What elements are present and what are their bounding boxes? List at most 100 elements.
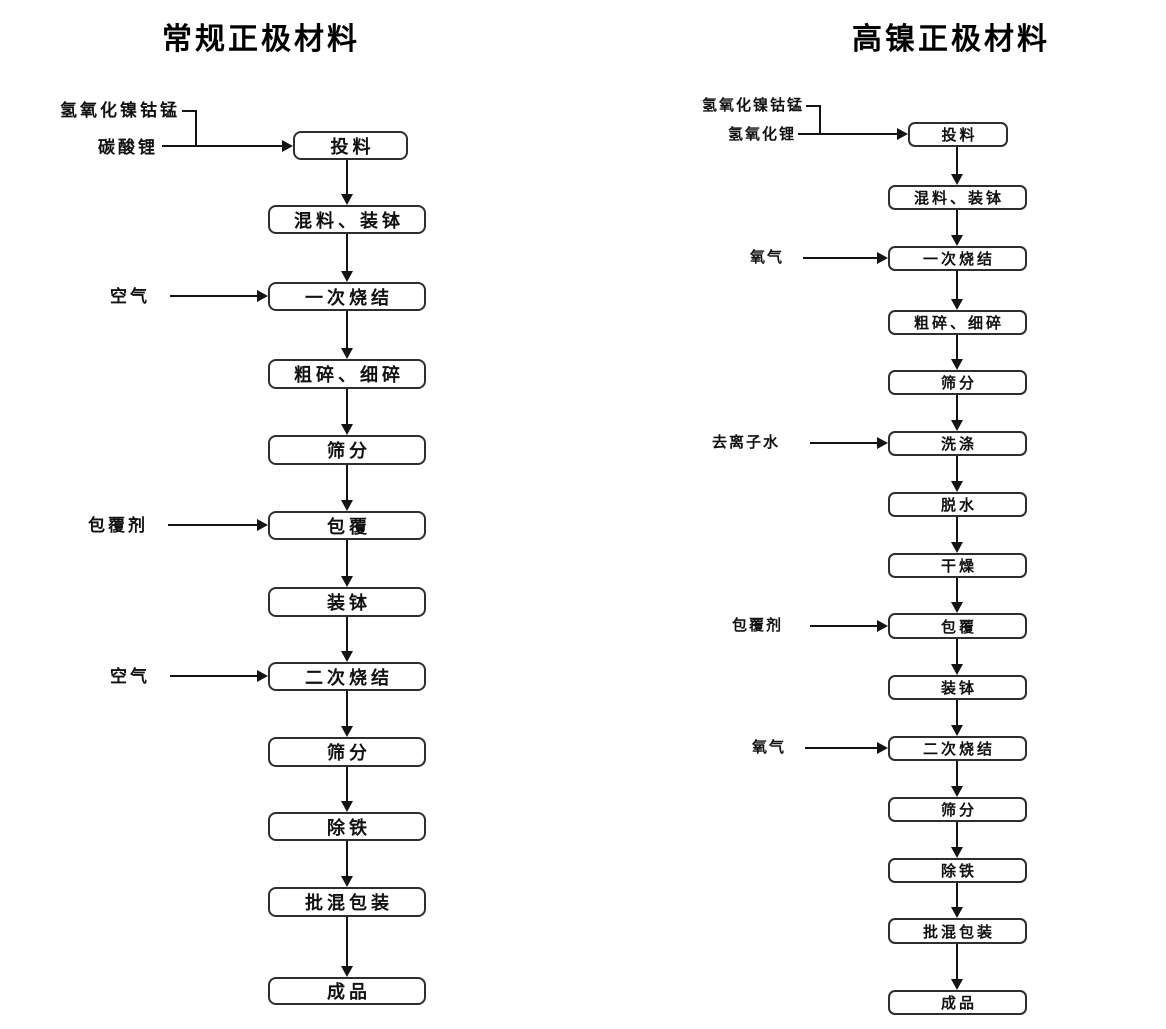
arrow-head-down-icon bbox=[951, 907, 963, 918]
flow-step-sagger-loading: 装钵 bbox=[268, 587, 426, 617]
flow-step-sieving-2: 筛分 bbox=[268, 737, 426, 767]
arrow-head-down-icon bbox=[341, 801, 353, 812]
flow-arrow-line bbox=[956, 456, 958, 481]
flow-arrow-line bbox=[956, 883, 958, 907]
flow-step-feeding: 投料 bbox=[293, 131, 408, 160]
flow-arrow-line bbox=[810, 625, 877, 627]
flow-step-dewatering: 脱水 bbox=[888, 492, 1027, 517]
flow-step-second-sintering: 二次烧结 bbox=[888, 736, 1027, 761]
bracket-line bbox=[806, 105, 821, 107]
arrow-head-down-icon bbox=[341, 651, 353, 662]
flow-arrow-line bbox=[803, 257, 877, 259]
bracket-line bbox=[819, 105, 821, 135]
side-input-oxygen-2: 氧气 bbox=[752, 739, 787, 756]
flow-arrow-line bbox=[805, 747, 877, 749]
flow-step-iron-removal: 除铁 bbox=[268, 812, 426, 841]
input-label-lithium-source: 氢氧化锂 bbox=[727, 126, 796, 143]
flow-step-sagger-loading: 装钵 bbox=[888, 675, 1027, 700]
arrow-head-down-icon bbox=[341, 271, 353, 282]
flow-step-sieving: 筛分 bbox=[268, 435, 426, 465]
flow-arrow-line bbox=[346, 160, 348, 194]
flow-arrow-line bbox=[819, 133, 897, 135]
flow-step-feeding: 投料 bbox=[908, 122, 1008, 147]
flow-arrow-line bbox=[346, 917, 348, 966]
arrow-head-right-icon bbox=[282, 140, 293, 152]
side-input-coating-agent: 包覆剂 bbox=[88, 516, 148, 535]
arrow-head-down-icon bbox=[951, 602, 963, 613]
arrow-head-down-icon bbox=[341, 500, 353, 511]
flow-step-finished-product: 成品 bbox=[888, 990, 1027, 1015]
flow-arrow-line bbox=[956, 700, 958, 725]
flow-arrow-line bbox=[346, 389, 348, 424]
flow-step-second-sintering: 二次烧结 bbox=[268, 662, 426, 691]
flow-step-sieving-2: 筛分 bbox=[888, 797, 1027, 822]
flow-arrow-line bbox=[956, 578, 958, 602]
side-input-air-2: 空气 bbox=[110, 667, 150, 686]
arrow-head-down-icon bbox=[951, 725, 963, 736]
arrow-head-right-icon bbox=[257, 519, 268, 531]
flow-step-first-sintering: 一次烧结 bbox=[888, 246, 1027, 271]
arrow-head-down-icon bbox=[951, 542, 963, 553]
arrow-head-down-icon bbox=[951, 359, 963, 370]
flow-step-finished-product: 成品 bbox=[268, 977, 426, 1005]
arrow-head-down-icon bbox=[341, 726, 353, 737]
right-flowchart-title: 高镍正极材料 bbox=[852, 23, 1050, 56]
flow-arrow-line bbox=[346, 465, 348, 500]
flow-step-batch-packing: 批混包装 bbox=[268, 887, 426, 917]
arrow-head-down-icon bbox=[341, 876, 353, 887]
flow-arrow-line bbox=[346, 767, 348, 801]
arrow-head-right-icon bbox=[897, 128, 908, 140]
arrow-head-down-icon bbox=[951, 664, 963, 675]
flow-arrow-line bbox=[956, 944, 958, 979]
arrow-head-down-icon bbox=[341, 576, 353, 587]
flow-arrow-line bbox=[956, 639, 958, 664]
bracket-line bbox=[798, 133, 820, 135]
flow-arrow-line bbox=[195, 145, 282, 147]
flow-step-crushing: 粗碎、细碎 bbox=[888, 310, 1027, 335]
arrow-head-down-icon bbox=[341, 194, 353, 205]
flow-arrow-line bbox=[346, 617, 348, 651]
flow-step-drying: 干燥 bbox=[888, 553, 1027, 578]
flow-step-first-sintering: 一次烧结 bbox=[268, 282, 426, 311]
side-input-air-1: 空气 bbox=[110, 287, 150, 306]
side-input-oxygen-1: 氧气 bbox=[750, 249, 785, 266]
side-input-deionized-water: 去离子水 bbox=[712, 434, 781, 451]
bracket-line bbox=[195, 110, 197, 147]
flow-step-sieving: 筛分 bbox=[888, 370, 1027, 395]
flow-arrow-line bbox=[956, 147, 958, 174]
flow-step-washing: 洗涤 bbox=[888, 431, 1027, 456]
input-label-precursor: 氢氧化镍钴锰 bbox=[701, 97, 804, 114]
flow-step-batch-packing: 批混包装 bbox=[888, 918, 1027, 944]
flow-arrow-line bbox=[346, 234, 348, 271]
flow-step-mixing-sagger: 混料、装钵 bbox=[888, 185, 1027, 210]
arrow-head-right-icon bbox=[877, 742, 888, 754]
arrow-head-down-icon bbox=[951, 174, 963, 185]
side-input-coating-agent: 包覆剂 bbox=[732, 617, 784, 634]
arrow-head-down-icon bbox=[951, 299, 963, 310]
arrow-head-down-icon bbox=[951, 420, 963, 431]
left-flowchart-title: 常规正极材料 bbox=[162, 23, 360, 56]
flow-arrow-line bbox=[956, 335, 958, 359]
flow-step-iron-removal: 除铁 bbox=[888, 858, 1027, 883]
arrow-head-right-icon bbox=[257, 290, 268, 302]
flow-arrow-line bbox=[956, 822, 958, 847]
flow-arrow-line bbox=[956, 517, 958, 542]
flow-arrow-line bbox=[956, 271, 958, 299]
flow-arrow-line bbox=[956, 761, 958, 786]
flow-arrow-line bbox=[170, 675, 257, 677]
arrow-head-right-icon bbox=[877, 620, 888, 632]
flow-arrow-line bbox=[346, 311, 348, 348]
arrow-head-down-icon bbox=[951, 786, 963, 797]
flow-arrow-line bbox=[810, 442, 877, 444]
flow-arrow-line bbox=[956, 210, 958, 235]
flow-step-coating: 包覆 bbox=[888, 613, 1027, 639]
flow-arrow-line bbox=[346, 691, 348, 726]
input-label-precursor: 氢氧化镍钴锰 bbox=[60, 101, 180, 120]
arrow-head-down-icon bbox=[951, 847, 963, 858]
arrow-head-right-icon bbox=[877, 252, 888, 264]
flow-arrow-line bbox=[346, 540, 348, 576]
input-label-lithium-source: 碳酸锂 bbox=[98, 138, 158, 157]
flow-step-coating: 包覆 bbox=[268, 511, 426, 540]
bracket-line bbox=[162, 145, 196, 147]
